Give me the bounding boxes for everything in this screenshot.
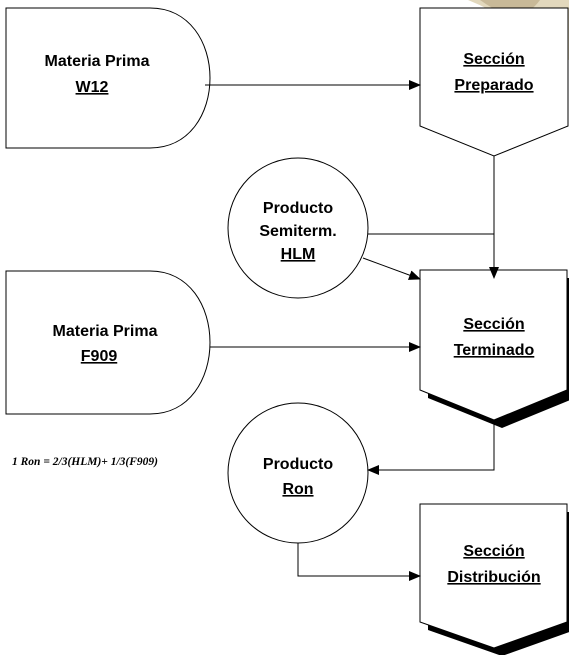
product-hlm-line1: Producto <box>263 200 333 217</box>
section-terminado-shape <box>419 269 569 428</box>
product-hlm-code: HLM <box>281 246 316 263</box>
arrow-hlm-to-terminado <box>362 257 421 280</box>
product-hlm-line2: Semiterm. <box>259 223 336 240</box>
connectors <box>205 80 499 581</box>
section-distribucion-line1: Sección <box>463 543 524 560</box>
product-ron-line1: Producto <box>263 456 333 473</box>
product-hlm-circle <box>227 157 369 299</box>
ron-formula-label: 1 Ron = 2/3(HLM)+ 1/3(F909) <box>12 456 158 468</box>
section-terminado-line2: Terminado <box>454 342 535 359</box>
section-preparado-shape <box>419 7 569 157</box>
raw-material-w12-shape <box>5 7 211 149</box>
arrow-terminado-to-ron <box>367 420 495 475</box>
section-distribucion-line2: Distribución <box>447 569 540 586</box>
section-preparado-line2: Preparado <box>454 77 533 94</box>
product-ron-code: Ron <box>282 481 313 498</box>
raw-material-f909-code: F909 <box>81 348 118 365</box>
raw-material-f909-shape <box>5 270 211 415</box>
section-preparado-line1: Sección <box>463 51 524 68</box>
raw-material-w12-code: W12 <box>76 79 109 96</box>
section-distribucion-shape <box>419 503 569 655</box>
arrow-ron-to-distribucion <box>297 543 421 581</box>
raw-material-f909-line1: Materia Prima <box>53 323 158 340</box>
product-ron-circle <box>227 402 369 544</box>
section-terminado-line1: Sección <box>463 316 524 333</box>
raw-material-w12-line1: Materia Prima <box>45 53 150 70</box>
